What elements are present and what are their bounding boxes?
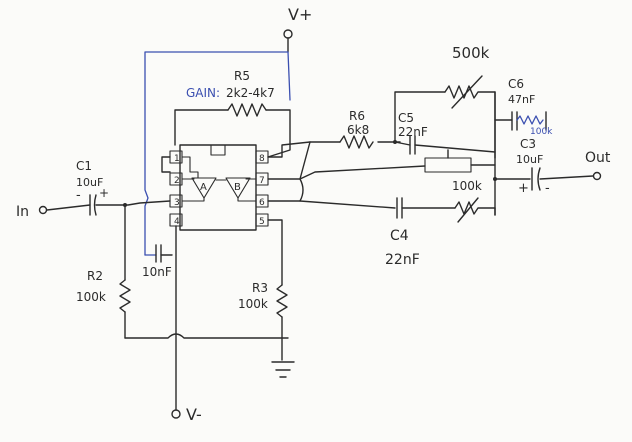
ic-package [179, 144, 257, 231]
pot100k-label: 100k [452, 179, 482, 193]
c6-name-label: C6 [508, 77, 524, 91]
r3-value-label: 100k [238, 297, 268, 311]
r2-value-label: 100k [76, 290, 106, 304]
gain-label: GAIN: [186, 86, 220, 100]
c1-value-label: 10uF [76, 176, 103, 189]
c5-value-label: 22nF [398, 125, 428, 139]
c4-name-label: C4 [390, 228, 409, 244]
c3-minus-label: - [545, 181, 550, 196]
opamp-b-symbol [225, 177, 251, 199]
pin6-to-c4-wire [267, 200, 396, 209]
pin-4-label: 4 [174, 217, 180, 227]
pot500k-resistor [444, 85, 496, 159]
input-label: In [16, 204, 29, 220]
opamp-b-label: B [234, 182, 241, 193]
c6-series-resistor [516, 115, 544, 125]
c4-series-resistor [454, 201, 496, 215]
c4-value-label: 22nF [385, 252, 420, 268]
r5-value-label: 2k2-4k7 [226, 86, 275, 100]
c1-plus-label: + [99, 186, 109, 200]
opamp-a-out-trace [181, 156, 199, 179]
c3-plate-2 [537, 167, 541, 191]
c1-minus-label: - [76, 188, 81, 203]
c1-plate-2 [93, 194, 97, 216]
pin-2-label: 2 [174, 176, 180, 186]
r5-left-wire [174, 109, 229, 146]
vplus-blue-drop [287, 51, 291, 101]
mid-line-to-pot [299, 165, 426, 180]
c5-right-wire [414, 144, 496, 153]
pin-3-label: 3 [174, 198, 180, 208]
c3-name-label: C3 [520, 137, 536, 151]
r3-name-label: R3 [252, 281, 268, 295]
opamp-a-symbol [191, 177, 217, 199]
r2-name-label: R2 [87, 269, 103, 283]
bypass-cap-label: 10nF [142, 265, 172, 279]
c5-left-wire [394, 141, 411, 146]
vminus-label: V- [186, 405, 202, 424]
opamp-a-label: A [200, 182, 207, 193]
opamp-a-noninv-trace [181, 197, 205, 202]
pin-8-label: 8 [259, 154, 265, 164]
pin8-feedback-wire [267, 141, 311, 158]
pin-5-label: 5 [259, 217, 265, 227]
r5-resistor [227, 103, 267, 117]
c4-pot-arrow [457, 197, 479, 223]
r6-name-label: R6 [349, 109, 365, 123]
input-terminal [38, 205, 48, 215]
c6-value-label: 47nF [508, 93, 535, 106]
r5-right-wire [265, 109, 291, 158]
pot500k-arrow [451, 75, 483, 109]
vminus-terminal [171, 409, 181, 419]
r6-resistor [339, 135, 374, 149]
r3-top-wire [267, 219, 283, 286]
r2-resistor [119, 279, 131, 313]
vplus-terminal [283, 29, 293, 39]
r6-value-label: 6k8 [347, 123, 369, 137]
vplus-label: V+ [288, 5, 312, 24]
c3-plus-label: + [518, 181, 529, 196]
c1-to-ic-wire [95, 200, 171, 206]
pin1-pin2-link [161, 156, 171, 173]
c1-name-label: C1 [76, 159, 92, 173]
output-label: Out [585, 150, 611, 166]
output-terminal [592, 171, 602, 181]
pot500k-label: 500k [452, 44, 490, 62]
pin-7-label: 7 [259, 176, 265, 186]
pin7-to-r6-wire [267, 141, 341, 180]
c3-to-out-wire [539, 175, 594, 180]
pin-6-label: 6 [259, 198, 265, 208]
vplus-blue-rail [144, 51, 289, 256]
pin-1-label: 1 [174, 154, 180, 164]
c6-alt-label: 100k [530, 127, 553, 137]
bias-rail [124, 333, 289, 339]
crossover-hop [299, 178, 304, 202]
opamp-b-in-trace [237, 197, 257, 202]
c5-name-label: C5 [398, 111, 414, 125]
pot500k-left-wire [394, 91, 446, 143]
input-wire [46, 204, 91, 211]
r3-resistor [276, 284, 288, 318]
c3-value-label: 10uF [516, 153, 543, 166]
ic-notch [210, 144, 226, 156]
pot100k-resistor [424, 157, 472, 173]
r5-name-label: R5 [234, 69, 250, 83]
